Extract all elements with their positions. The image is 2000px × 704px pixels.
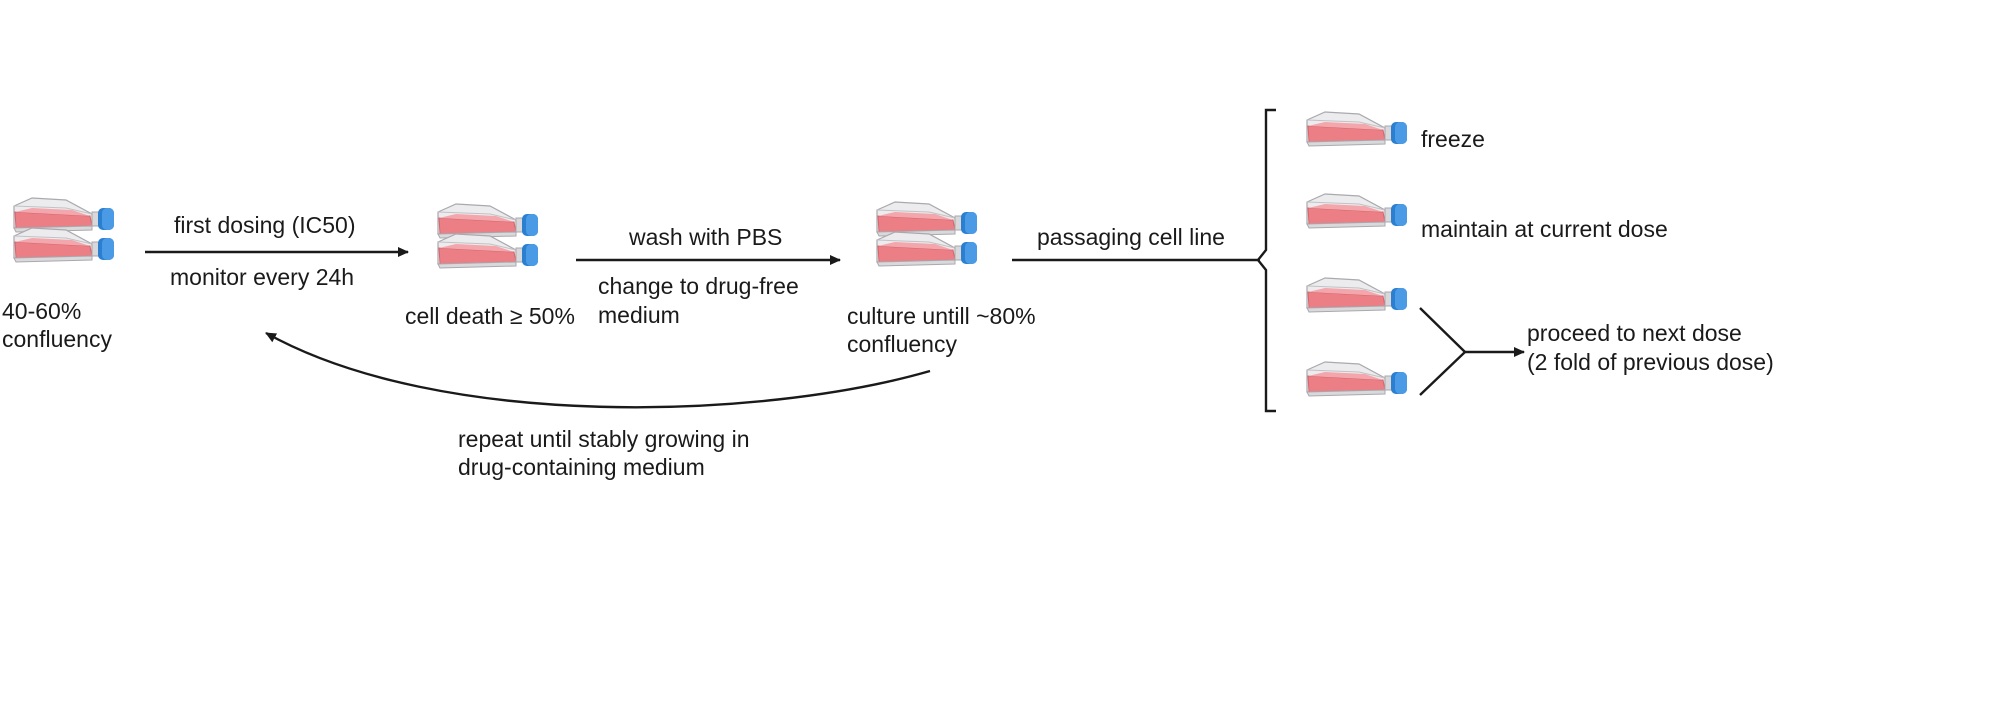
change-medium-label-2: medium — [598, 302, 680, 328]
flask-maintain — [1306, 193, 1408, 229]
flask-next-dose-1 — [1306, 277, 1408, 313]
repeat-label-1: repeat until stably growing in — [458, 426, 750, 452]
outcome-brace — [1256, 108, 1276, 413]
repeat-label-2: drug-containing medium — [458, 454, 705, 480]
change-medium-label-1: change to drug-free — [598, 273, 799, 299]
outcome-next-1: proceed to next dose — [1527, 320, 1742, 346]
outcome-next-2: (2 fold of previous dose) — [1527, 349, 1774, 375]
passaging-label: passaging cell line — [1037, 224, 1225, 250]
first-dosing-label: first dosing (IC50) — [174, 212, 356, 238]
flask-stack-cell-death — [437, 203, 539, 269]
flask-stack-start — [13, 197, 115, 263]
monitor-label: monitor every 24h — [170, 264, 355, 290]
merge-lines — [1419, 307, 1467, 396]
flask-freeze — [1306, 111, 1408, 147]
cell-death-label: cell death ≥ 50% — [405, 303, 575, 329]
flask-stack-culture — [876, 201, 978, 267]
wash-label: wash with PBS — [629, 224, 783, 250]
culture-label-2: confluency — [847, 331, 957, 357]
outcome-freeze: freeze — [1421, 126, 1485, 152]
start-label-2: confluency — [2, 326, 112, 352]
start-label-1: 40-60% — [2, 298, 82, 324]
outcome-maintain: maintain at current dose — [1421, 216, 1668, 242]
arrow-repeat-loop — [265, 331, 931, 409]
culture-label-1: culture untill ~80% — [847, 303, 1036, 329]
flask-next-dose-2 — [1306, 361, 1408, 397]
